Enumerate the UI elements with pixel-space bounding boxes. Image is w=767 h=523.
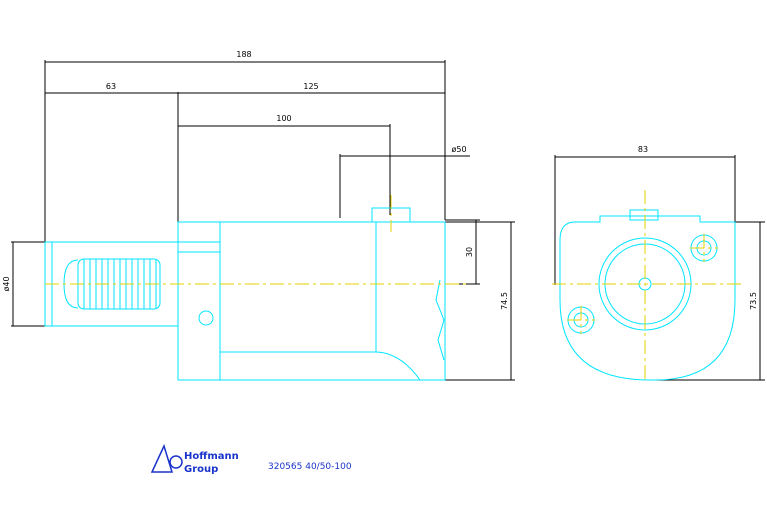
logo-line2: Group [184,464,218,475]
dim-shank-diameter: ø40 [2,276,11,291]
dim-center-height: 30 [465,247,474,257]
body-outline [219,221,446,381]
dim-end-width: 83 [638,145,648,154]
title-block: Hoffmann Group 320565 40/50-100 [150,443,352,475]
end-view-outline [559,215,736,381]
dim-body-height: 74.5 [500,292,509,310]
dimension-lines [11,60,765,381]
flange-screw [198,310,214,326]
part-code: 320565 40/50-100 [268,462,352,472]
dimension-labels: 188 63 125 100 ø50 ø40 30 74.5 83 73.5 [2,50,758,310]
dim-shank-length: 63 [106,82,116,91]
hoffmann-logo: Hoffmann Group [150,443,239,475]
dim-body-length: 125 [303,82,318,91]
end-view [559,209,736,381]
side-view [44,207,446,381]
dim-overall-length: 188 [236,50,251,59]
flange-outline [177,221,221,381]
break-line [435,279,445,361]
dim-hole-diameter: ø50 [451,145,466,154]
dim-end-height: 73.5 [749,292,758,310]
centerlines [45,190,745,382]
end-view-boss [629,209,659,221]
dim-hole-offset: 100 [276,114,291,123]
logo-line1: Hoffmann [184,451,239,462]
